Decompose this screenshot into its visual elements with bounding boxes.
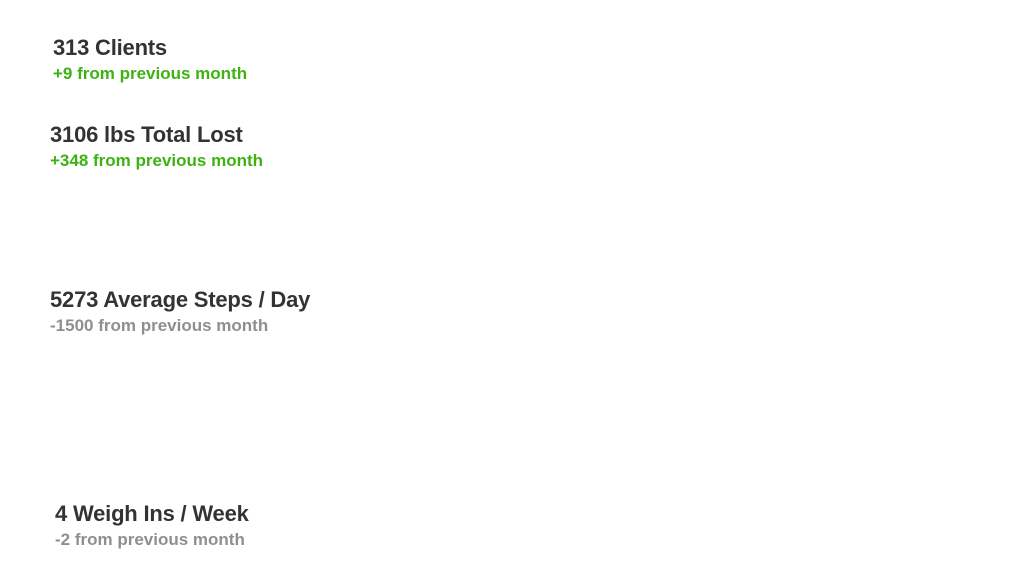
stat-total-lost: 3106 lbs Total Lost +348 from previous m… (50, 122, 263, 173)
stat-value-average-steps: 5273 Average Steps / Day (50, 287, 311, 312)
stat-value-clients: 313 Clients (53, 35, 167, 60)
stat-average-steps: 5273 Average Steps / Day -1500 from prev… (50, 287, 310, 338)
stat-delta-average-steps: -1500 from previous month (50, 316, 269, 335)
stat-delta-weigh-ins: -2 from previous month (55, 530, 245, 549)
stat-value-weigh-ins: 4 Weigh Ins / Week (55, 501, 249, 526)
stat-delta-total-lost: +348 from previous month (50, 151, 264, 170)
stat-delta-clients: +9 from previous month (53, 64, 248, 83)
stat-value-total-lost: 3106 lbs Total Lost (50, 122, 243, 147)
stat-weigh-ins: 4 Weigh Ins / Week -2 from previous mont… (55, 501, 249, 552)
stat-clients: 313 Clients +9 from previous month (53, 35, 247, 86)
